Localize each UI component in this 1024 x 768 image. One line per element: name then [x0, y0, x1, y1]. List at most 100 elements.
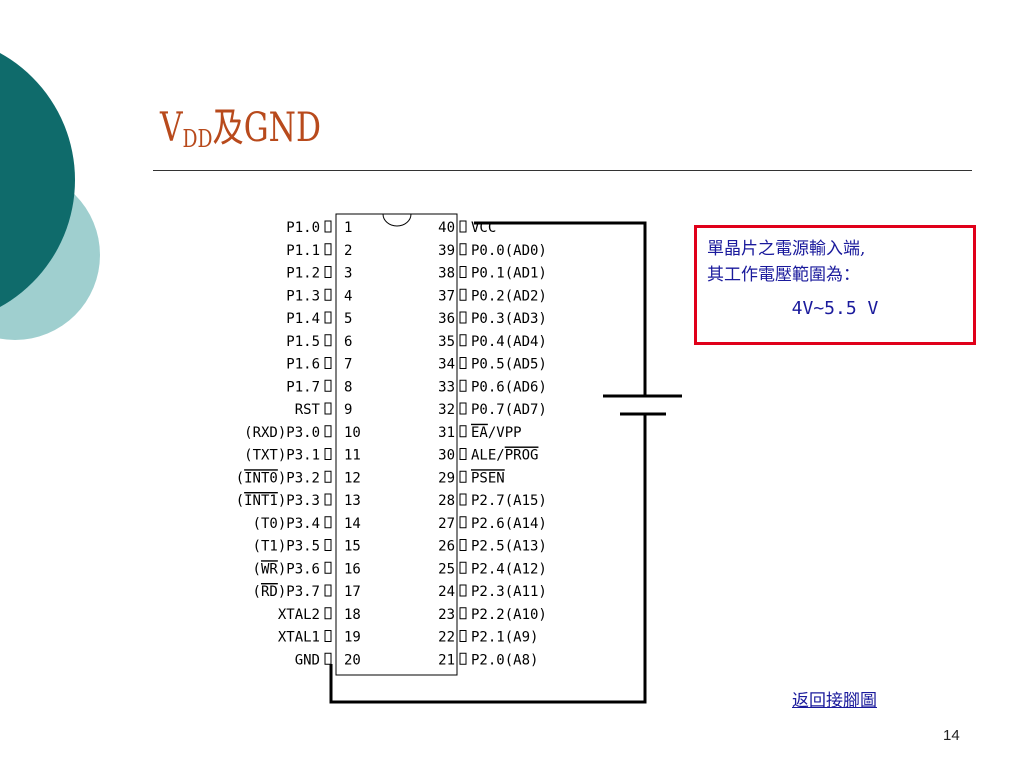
- pin-label-part: P2.1(A9): [471, 630, 538, 646]
- left-pin-label: P1.4: [286, 311, 320, 327]
- pin-box: [324, 652, 332, 665]
- pin-box: [324, 607, 332, 620]
- pin-label-part: )P3.6: [278, 561, 320, 577]
- right-pin: 21 P2.0(A8): [438, 652, 538, 668]
- left-pin: (T0)P3.4 14: [253, 516, 361, 532]
- pin-box: [459, 561, 467, 574]
- pin-label-part: (: [236, 493, 244, 509]
- left-pin-number: 3: [344, 266, 352, 282]
- right-pin: 35 P0.4(AD4): [438, 334, 547, 350]
- pin-label-part: P1.7: [286, 379, 320, 395]
- right-pin-number: 32: [438, 402, 455, 418]
- left-pin-label: (T0)P3.4: [253, 516, 320, 532]
- title-divider: [153, 170, 972, 171]
- right-pin-number: 23: [438, 607, 455, 623]
- pin-label-part: (T0)P3.4: [253, 516, 320, 532]
- pin-label-part: P2.0(A8): [471, 652, 538, 668]
- voltage-note-box: 單晶片之電源輸入端, 其工作電壓範圍為： 4V~5.5 V: [694, 225, 976, 345]
- pin-box: [459, 266, 467, 278]
- pin-box: [459, 402, 467, 415]
- left-pin-number: 13: [344, 493, 361, 509]
- left-pin-label: P1.1: [286, 243, 320, 259]
- back-to-pinout-link[interactable]: 返回接腳圖: [792, 691, 877, 711]
- pin-label-part: P1.0: [286, 220, 320, 236]
- pin-box: [459, 425, 467, 438]
- pin-box: [459, 357, 467, 369]
- right-pin: 40 VCC: [438, 220, 496, 236]
- pin-box: [459, 470, 467, 483]
- right-pin-number: 28: [438, 493, 455, 509]
- right-pin-number: 21: [438, 652, 455, 668]
- left-pin-number: 14: [344, 516, 361, 532]
- right-pin-label: P2.6(A14): [471, 516, 547, 532]
- pin-label-part: P2.3(A11): [471, 584, 547, 600]
- pin-label-part: XTAL2: [278, 607, 320, 623]
- title-rest: 及GND: [212, 105, 321, 151]
- pin-label-part: P2.5(A13): [471, 539, 547, 555]
- right-pin-number: 33: [438, 379, 455, 395]
- left-pin-number: 20: [344, 652, 361, 668]
- right-pin-label: VCC: [471, 220, 496, 236]
- right-pin-label: P2.3(A11): [471, 584, 547, 600]
- pin-label-part: P0.5(AD5): [471, 357, 547, 373]
- pin-box: [324, 334, 332, 347]
- right-pin: 28 P2.7(A15): [438, 493, 547, 509]
- right-pin-label: P2.5(A13): [471, 539, 547, 555]
- gnd-wire: [329, 414, 647, 704]
- pin-box: [324, 220, 332, 233]
- right-pin-number: 27: [438, 516, 455, 532]
- overlined-signal: RD: [261, 584, 278, 600]
- pin-box: [459, 448, 467, 460]
- pin-box: [324, 266, 332, 278]
- pin-label-part: P0.4(AD4): [471, 334, 547, 350]
- pin-box: [459, 288, 467, 301]
- pin-box: [324, 493, 332, 506]
- left-pin-number: 7: [344, 357, 352, 373]
- pin-box: [459, 220, 467, 233]
- page-number: 14: [943, 727, 960, 744]
- right-pin-number: 35: [438, 334, 455, 350]
- pin-box: [324, 357, 332, 369]
- right-pin-label: P2.7(A15): [471, 493, 547, 509]
- title-main: V: [160, 105, 183, 151]
- pin-box: [459, 652, 467, 665]
- pin-box: [324, 425, 332, 438]
- pin-box: [324, 561, 332, 574]
- pin-box: [324, 311, 332, 324]
- voltage-range: 4V~5.5 V: [791, 298, 879, 319]
- right-pin-label: P2.1(A9): [471, 630, 538, 646]
- dark-circle: [0, 53, 75, 307]
- right-pin-label: PSEN: [471, 470, 505, 486]
- right-pin-label: P0.3(AD3): [471, 311, 547, 327]
- right-pin-number: 40: [438, 220, 455, 236]
- left-pin-label: (INT0)P3.2: [236, 470, 320, 486]
- left-pin-number: 15: [344, 539, 361, 555]
- pin-box: [459, 493, 467, 506]
- left-pin-label: P1.0: [286, 220, 320, 236]
- pin-label-part: P1.3: [286, 288, 320, 304]
- pin-label-part: P1.5: [286, 334, 320, 350]
- pin-box: [459, 516, 467, 529]
- pin-label-part: /VPP: [488, 425, 522, 441]
- pin-label-part: (RXD)P3.0: [244, 425, 320, 441]
- right-pin-number: 34: [438, 357, 455, 373]
- left-pin-label: XTAL2: [278, 607, 320, 623]
- pin-label-part: RST: [295, 402, 321, 418]
